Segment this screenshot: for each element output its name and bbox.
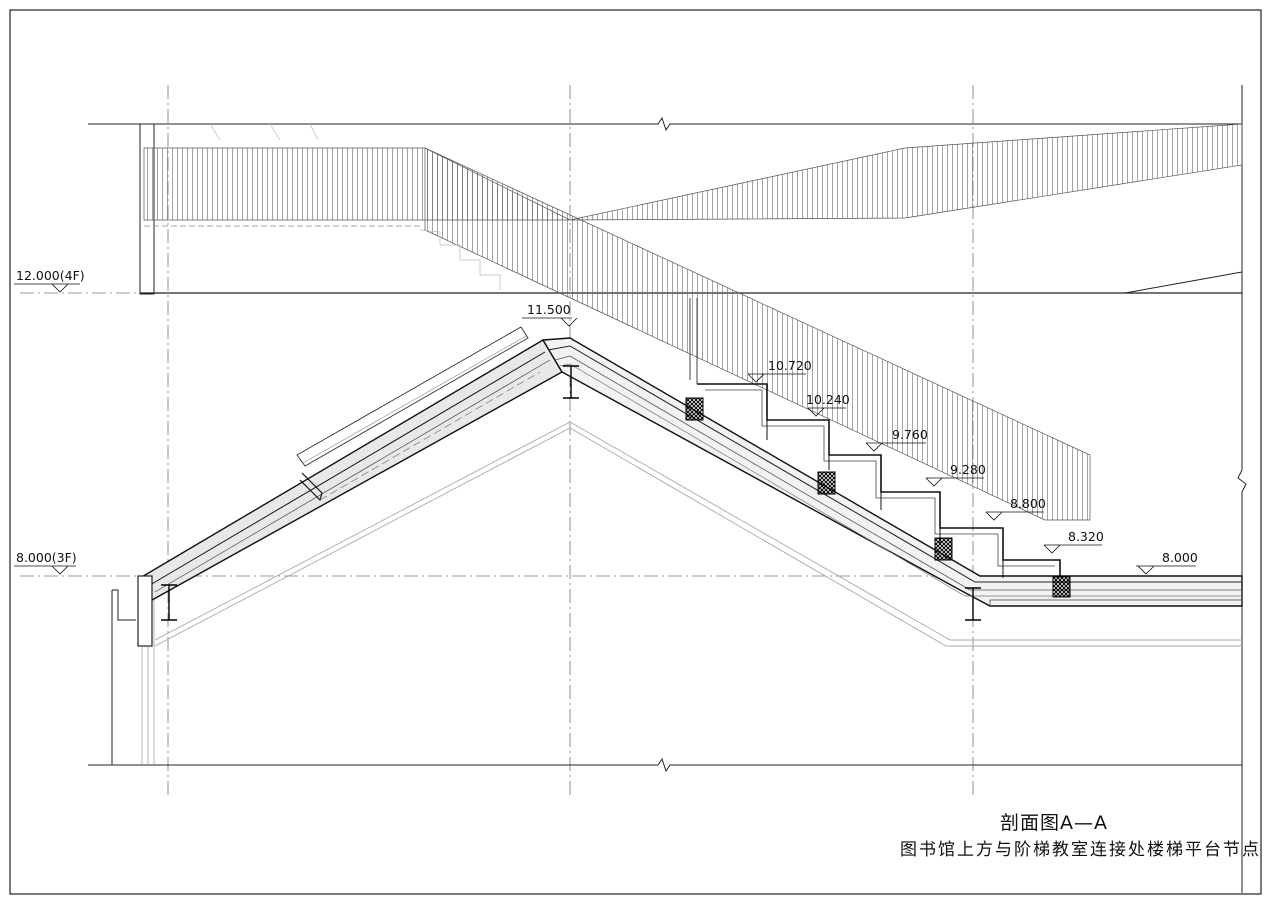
level-step-5-label: 8.800 bbox=[1010, 496, 1046, 511]
level-marker-3f: 8.000(3F) bbox=[14, 550, 77, 575]
level-step-1-label: 10.720 bbox=[768, 358, 812, 373]
level-step-4-label: 9.280 bbox=[950, 462, 986, 477]
steel-beams bbox=[161, 365, 981, 621]
inner-ceiling bbox=[154, 421, 1242, 647]
level-marker-4f: 12.000(4F) bbox=[14, 268, 85, 293]
stair-hatch-upper bbox=[143, 123, 1243, 221]
drawing-frame bbox=[9, 9, 1262, 895]
level-step-3-label: 9.760 bbox=[892, 427, 928, 442]
level-marker-step-4: 9.280 bbox=[925, 462, 986, 487]
level-marker-step-3: 9.760 bbox=[865, 427, 928, 452]
right-roof-slope bbox=[541, 337, 1243, 607]
level-marker-step-5: 8.800 bbox=[985, 496, 1046, 521]
drawing-title: 剖面图A—A bbox=[1000, 812, 1108, 834]
level-step-6-label: 8.320 bbox=[1068, 529, 1104, 544]
level-landing-label: 8.000 bbox=[1162, 550, 1198, 565]
left-wall bbox=[88, 575, 1242, 773]
upper-stair-structure bbox=[139, 123, 1243, 521]
left-roof-slope bbox=[139, 326, 563, 601]
level-marker-step-6: 8.320 bbox=[1043, 529, 1104, 554]
structural-blocks bbox=[685, 397, 1071, 598]
level-marker-step-1: 10.720 bbox=[747, 358, 812, 383]
level-3f-label: 8.000(3F) bbox=[16, 550, 77, 565]
level-marker-landing: 8.000 bbox=[1136, 550, 1198, 575]
level-marker-step-2: 10.240 bbox=[806, 392, 850, 417]
drawing-subtitle: 图书馆上方与阶梯教室连接处楼梯平台节点 bbox=[900, 840, 1261, 860]
level-step-2-label: 10.240 bbox=[806, 392, 850, 407]
level-4f-label: 12.000(4F) bbox=[16, 268, 85, 283]
level-markers: 12.000(4F) 8.000(3F) 11.500 10.720 10.24… bbox=[14, 268, 1198, 575]
skylight-glass bbox=[296, 326, 529, 467]
stair-hatch-flight bbox=[424, 147, 1091, 521]
level-ridge-label: 11.500 bbox=[527, 302, 571, 317]
level-marker-ridge: 11.500 bbox=[522, 302, 578, 327]
